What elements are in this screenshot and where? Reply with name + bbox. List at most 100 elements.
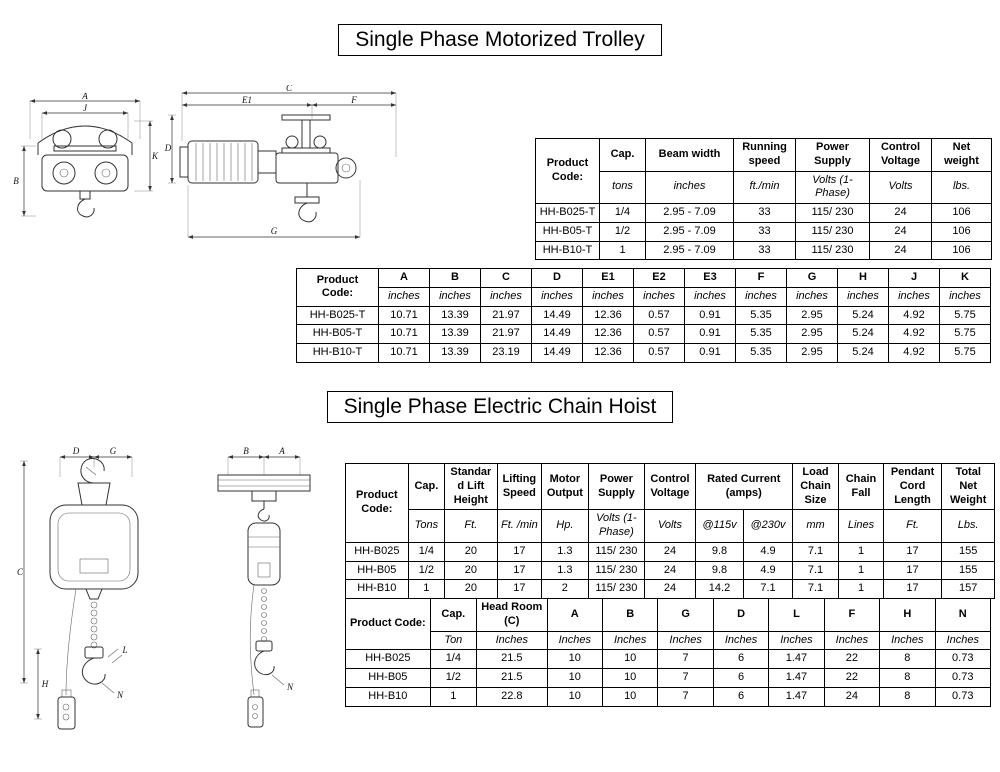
dimension-label: C	[17, 567, 24, 577]
dimension-label: B	[13, 176, 19, 186]
value-cell: 33	[733, 240, 796, 261]
value-cell: 106	[931, 221, 992, 242]
value-cell: 115/ 230	[587, 579, 646, 599]
column-header: Control Voltage	[644, 462, 696, 511]
value-cell: 2.95 - 7.09	[645, 240, 734, 261]
product-code-cell: HH-B10-T	[535, 240, 600, 261]
unit-header: @115v	[694, 509, 745, 543]
column-header: Chain Fall	[838, 462, 884, 511]
value-cell: 7.1	[791, 560, 840, 581]
value-cell: 5.35	[735, 305, 787, 326]
unit-header: Lines	[838, 509, 884, 543]
unit-header: @230v	[743, 509, 793, 543]
unit-header: Inches	[823, 630, 881, 651]
column-header: C	[480, 268, 532, 288]
unit-header: inches	[582, 286, 634, 307]
column-header: Running speed	[733, 138, 796, 172]
column-header: L	[768, 598, 825, 632]
unit-header: Ton	[429, 630, 478, 651]
value-cell: 1	[838, 541, 884, 562]
unit-header: inches	[480, 286, 532, 307]
hoist-section-title: Single Phase Electric Chain Hoist	[326, 391, 674, 423]
value-cell: 157	[941, 579, 995, 599]
unit-header: inches	[888, 286, 940, 307]
product-code-cell: HH-B025-T	[535, 203, 600, 223]
value-cell: 2.95	[786, 305, 838, 326]
value-cell: 22	[823, 649, 881, 669]
column-header: Head Room (C)	[476, 598, 548, 632]
unit-header: Inches	[879, 630, 936, 651]
column-header: Cap.	[599, 138, 646, 172]
dimension-label: L	[121, 645, 127, 655]
value-cell: 21.5	[476, 668, 548, 688]
value-cell: 22	[823, 668, 881, 688]
unit-header: inches	[735, 286, 787, 307]
dimension-label: G	[110, 447, 117, 456]
value-cell: 17	[496, 541, 543, 562]
column-header: F	[823, 598, 881, 632]
unit-header: Inches	[546, 630, 603, 651]
value-cell: 7.1	[791, 579, 840, 599]
value-cell: 2.95 - 7.09	[645, 203, 734, 223]
value-cell: 24	[869, 221, 932, 242]
value-cell: 7	[657, 668, 714, 688]
value-cell: 12.36	[582, 324, 634, 344]
unit-header: Hp.	[541, 509, 589, 543]
value-cell: 9.8	[694, 560, 745, 581]
column-header: Net weight	[931, 138, 992, 172]
value-cell: 17	[882, 579, 943, 599]
unit-header: Volts	[644, 509, 696, 543]
unit-header: Lbs.	[941, 509, 995, 543]
unit-header: lbs.	[931, 170, 992, 204]
column-header: Beam width	[645, 138, 734, 172]
value-cell: 4.9	[743, 560, 793, 581]
hoist-title-wrap: Single Phase Electric Chain Hoist	[0, 391, 1000, 423]
value-cell: 0.91	[684, 324, 736, 344]
value-cell: 14.49	[531, 324, 583, 344]
dimension-label: B	[244, 447, 250, 456]
unit-header: inches	[837, 286, 889, 307]
value-cell: 1/2	[407, 560, 446, 581]
hoist-front-view-drawing: D G L N C	[17, 447, 139, 730]
dimension-label: E1	[241, 95, 252, 105]
dimension-label: D	[164, 143, 172, 153]
column-header: Cap.	[407, 462, 446, 511]
dimension-label: N	[116, 690, 124, 700]
value-cell: 1.3	[541, 541, 589, 562]
product-code-cell: HH-B05-T	[535, 221, 600, 242]
value-cell: 5.35	[735, 324, 787, 344]
column-header: Control Voltage	[869, 138, 932, 172]
value-cell: 22.8	[476, 686, 548, 707]
trolley-title-wrap: Single Phase Motorized Trolley	[0, 24, 1000, 56]
unit-header: inches	[429, 286, 481, 307]
column-header: D	[531, 268, 583, 288]
dimension-label: K	[151, 151, 159, 161]
value-cell: 13.39	[429, 324, 481, 344]
value-cell: 115/ 230	[795, 221, 870, 242]
value-cell: 115/ 230	[587, 560, 646, 581]
hoist-drawings: D G L N C	[16, 447, 338, 735]
unit-header: inches	[786, 286, 838, 307]
unit-header: Inches	[476, 630, 548, 651]
product-code-cell: HH-B10	[345, 686, 431, 707]
value-cell: 21.97	[480, 305, 532, 326]
column-header: Power Supply	[795, 138, 870, 172]
column-header: H	[837, 268, 889, 288]
product-code-cell: HH-B05	[345, 560, 409, 581]
value-cell: 0.73	[934, 686, 992, 707]
product-code-cell: HH-B10	[345, 579, 409, 599]
value-cell: 10.71	[378, 305, 430, 326]
value-cell: 0.57	[633, 305, 685, 326]
column-header: Power Supply	[587, 462, 646, 511]
value-cell: 5.75	[939, 305, 991, 326]
value-cell: 10	[546, 686, 603, 707]
value-cell: 9.8	[694, 541, 745, 562]
column-header: A	[546, 598, 603, 632]
column-header: Rated Current (amps)	[694, 462, 793, 511]
